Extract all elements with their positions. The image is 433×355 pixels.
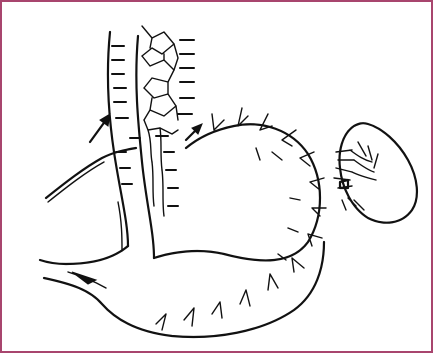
arrow-left-head <box>100 114 110 126</box>
esophagus-left-wall <box>108 32 128 246</box>
stomach <box>40 124 324 337</box>
spleen-outline <box>340 123 417 223</box>
left-vessel-line <box>46 148 136 198</box>
direction-arrows <box>90 114 202 142</box>
stomach-greater-curve-inner <box>154 124 320 260</box>
duodenum-upper-wall <box>40 246 128 264</box>
spleen <box>334 123 417 223</box>
esophagus <box>108 32 154 258</box>
left-vessel <box>46 148 136 202</box>
duodenum-fold <box>72 272 96 284</box>
esophagus-inner-line <box>118 202 122 250</box>
gastric-vessels <box>156 108 326 330</box>
